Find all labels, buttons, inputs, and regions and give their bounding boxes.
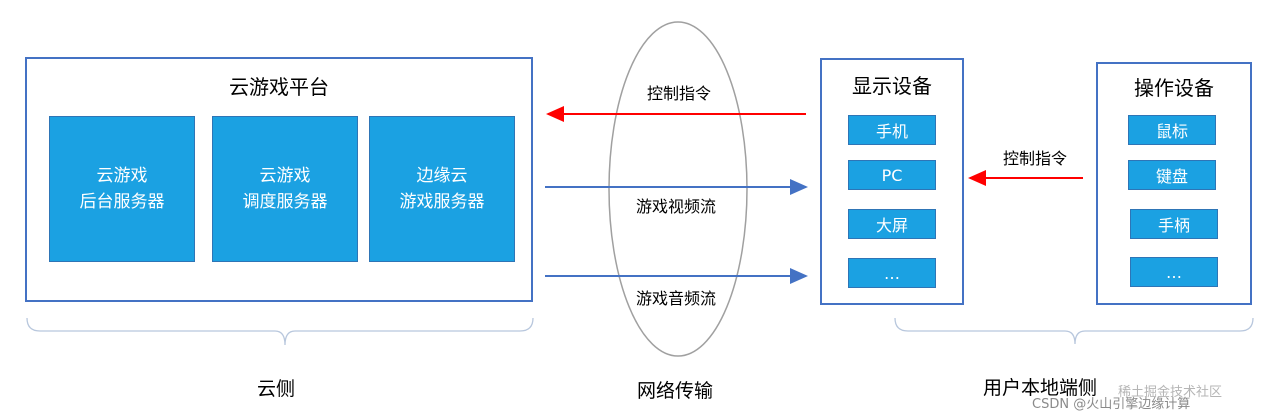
display-devices-title: 显示设备 xyxy=(852,74,932,98)
audio-stream-label: 游戏音频流 xyxy=(636,289,717,308)
watermark: CSDN @火山引擎边缘计算 xyxy=(1032,397,1191,412)
video-stream-label: 游戏视频流 xyxy=(636,197,717,216)
display-item-big-screen: 大屏 xyxy=(848,209,936,239)
display-item-more: … xyxy=(848,258,936,288)
cloud-side-brace xyxy=(26,317,534,346)
user-side-brace xyxy=(894,317,1254,345)
edge-server-line1: 边缘云 xyxy=(416,166,468,186)
display-item-pc: PC xyxy=(848,160,936,190)
user-side-label: 用户本地端侧 xyxy=(983,377,1098,399)
scheduling-server-box: 云游戏 调度服务器 xyxy=(212,116,358,262)
operation-item-keyboard: 键盘 xyxy=(1128,160,1216,190)
cloud-side-label: 云侧 xyxy=(257,378,296,400)
operation-devices-title: 操作设备 xyxy=(1134,76,1214,100)
network-ellipse xyxy=(608,21,748,357)
operation-item-mouse: 鼠标 xyxy=(1128,115,1216,145)
cloud-platform-title: 云游戏平台 xyxy=(229,75,329,99)
display-item-phone: 手机 xyxy=(848,115,936,145)
backend-server-box: 云游戏 后台服务器 xyxy=(49,116,195,262)
control-command-label: 控制指令 xyxy=(647,84,712,103)
scheduling-server-line2: 调度服务器 xyxy=(242,192,328,212)
watermark-back: 稀土掘金技术社区 xyxy=(1118,385,1223,400)
device-control-command-label: 控制指令 xyxy=(1003,149,1068,168)
operation-item-more: … xyxy=(1130,257,1218,287)
edge-server-line2: 游戏服务器 xyxy=(399,192,485,212)
edge-game-server-box: 边缘云 游戏服务器 xyxy=(369,116,515,262)
network-transmission-label: 网络传输 xyxy=(637,380,714,402)
backend-server-line1: 云游戏 xyxy=(96,166,148,186)
scheduling-server-line1: 云游戏 xyxy=(259,166,311,186)
cloud-platform-box: 云游戏平台 云游戏 后台服务器 云游戏 调度服务器 边缘云 游戏服务器 xyxy=(25,57,533,302)
operation-item-gamepad: 手柄 xyxy=(1130,209,1218,239)
backend-server-line2: 后台服务器 xyxy=(79,192,165,212)
